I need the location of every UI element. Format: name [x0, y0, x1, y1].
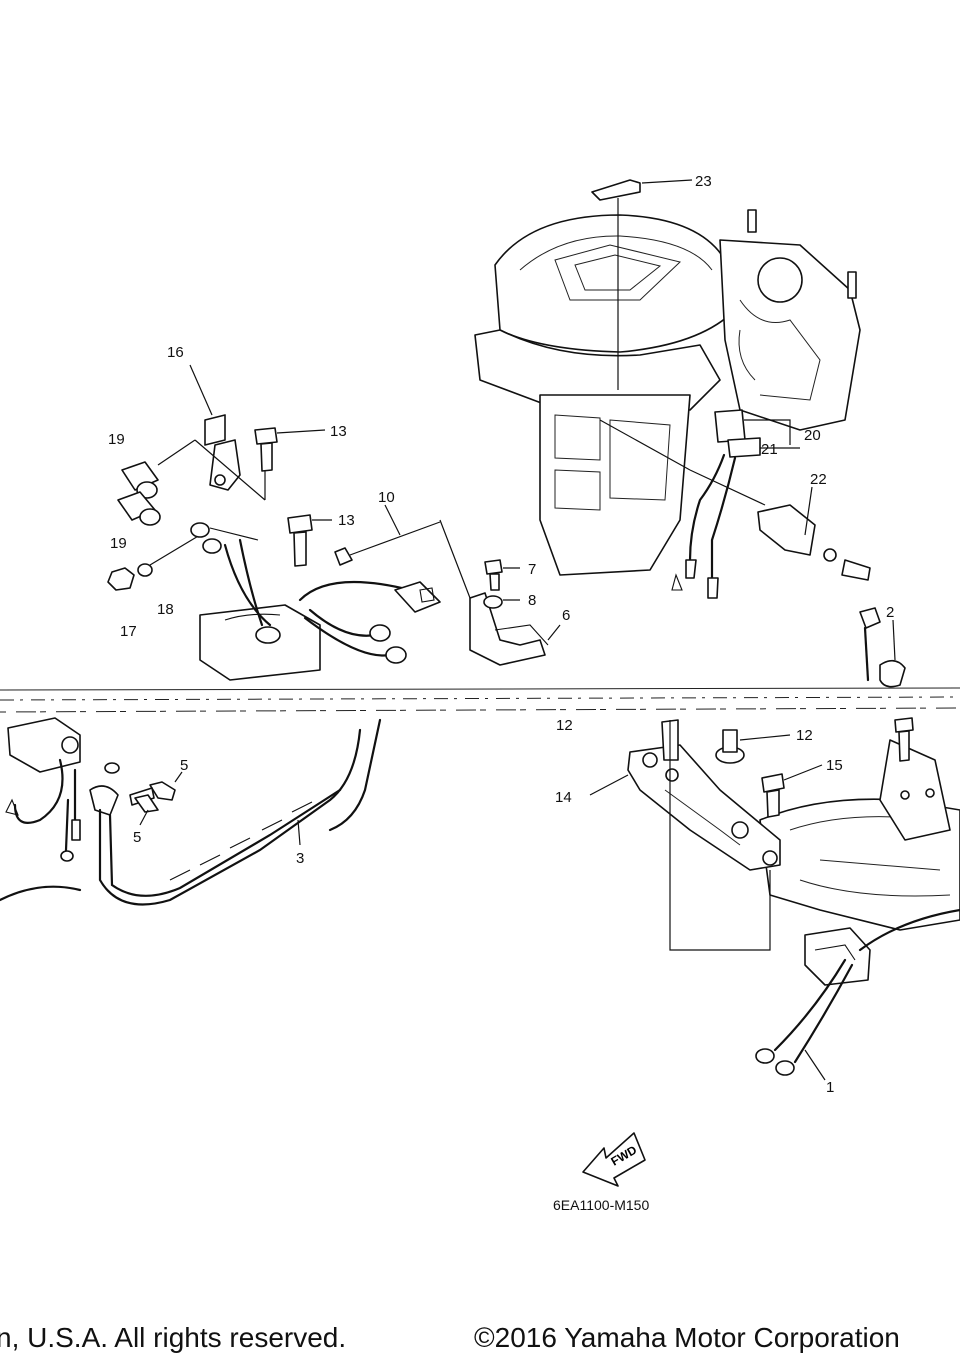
callout-1: 1	[826, 1079, 834, 1096]
part-12-grommet	[661, 719, 791, 764]
engine-block	[474, 209, 861, 576]
drawing-code: 6EA1100-M150	[553, 1197, 649, 1213]
part-3-wire-harness	[0, 718, 382, 906]
footer-rights-text: n, U.S.A. All rights reserved.	[0, 1322, 347, 1353]
part-7-bolt	[484, 559, 520, 591]
callout-13a: 13	[330, 423, 347, 440]
callout-18: 18	[157, 601, 174, 618]
callout-22: 22	[810, 471, 827, 488]
callout-12: 12	[796, 727, 813, 744]
part-10-cable-tie	[334, 504, 441, 566]
part-2-terminal	[859, 607, 906, 688]
part-20-21-connector	[599, 409, 800, 599]
callout-2: 2	[886, 604, 894, 621]
part-23-clip	[591, 179, 693, 390]
part-13-bolt-mid	[287, 514, 332, 567]
callout-20: 20	[804, 427, 821, 444]
callout-12b: 12	[556, 717, 573, 734]
callout-14: 14	[555, 789, 572, 806]
fwd-direction-arrow: FWD	[582, 1132, 646, 1187]
callout-5b: 5	[133, 829, 141, 846]
bottom-cowling	[759, 739, 960, 931]
harness-assembly	[190, 522, 441, 681]
part-8-washer	[483, 595, 520, 609]
part-1-ground-lead	[669, 720, 960, 1081]
callout-labels: 1 2 3 5 5 6 7 8 10 12 12 13 13 14 15 16 …	[108, 173, 894, 1096]
callout-6: 6	[562, 607, 570, 624]
callout-15: 15	[826, 757, 843, 774]
callout-19b: 19	[110, 535, 127, 552]
part-15-bolt	[761, 717, 914, 818]
callout-8: 8	[528, 592, 536, 609]
part-14-plate	[589, 744, 781, 871]
regulator-unit	[5, 717, 81, 862]
callout-3: 3	[296, 850, 304, 867]
part-5-bolts	[89, 762, 183, 826]
part-6-bracket	[439, 519, 561, 666]
callout-10: 10	[378, 489, 395, 506]
part-18-washer	[137, 534, 201, 577]
scan-artifact-band	[0, 687, 960, 713]
part-22-bracket	[757, 486, 871, 581]
part-17-nut	[107, 567, 135, 591]
part-19-sleeves	[117, 439, 196, 526]
callout-17: 17	[120, 623, 137, 640]
callout-19a: 19	[108, 431, 125, 448]
part-16-relay	[189, 364, 266, 501]
callout-23: 23	[695, 173, 712, 190]
callout-16: 16	[167, 344, 184, 361]
part-13-bolt-upper	[254, 427, 326, 472]
callout-5a: 5	[180, 757, 188, 774]
callout-7: 7	[528, 561, 536, 578]
footer-copyright-text: ©2016 Yamaha Motor Corporation	[474, 1322, 900, 1353]
callout-13b: 13	[338, 512, 355, 529]
callout-21: 21	[761, 441, 778, 458]
